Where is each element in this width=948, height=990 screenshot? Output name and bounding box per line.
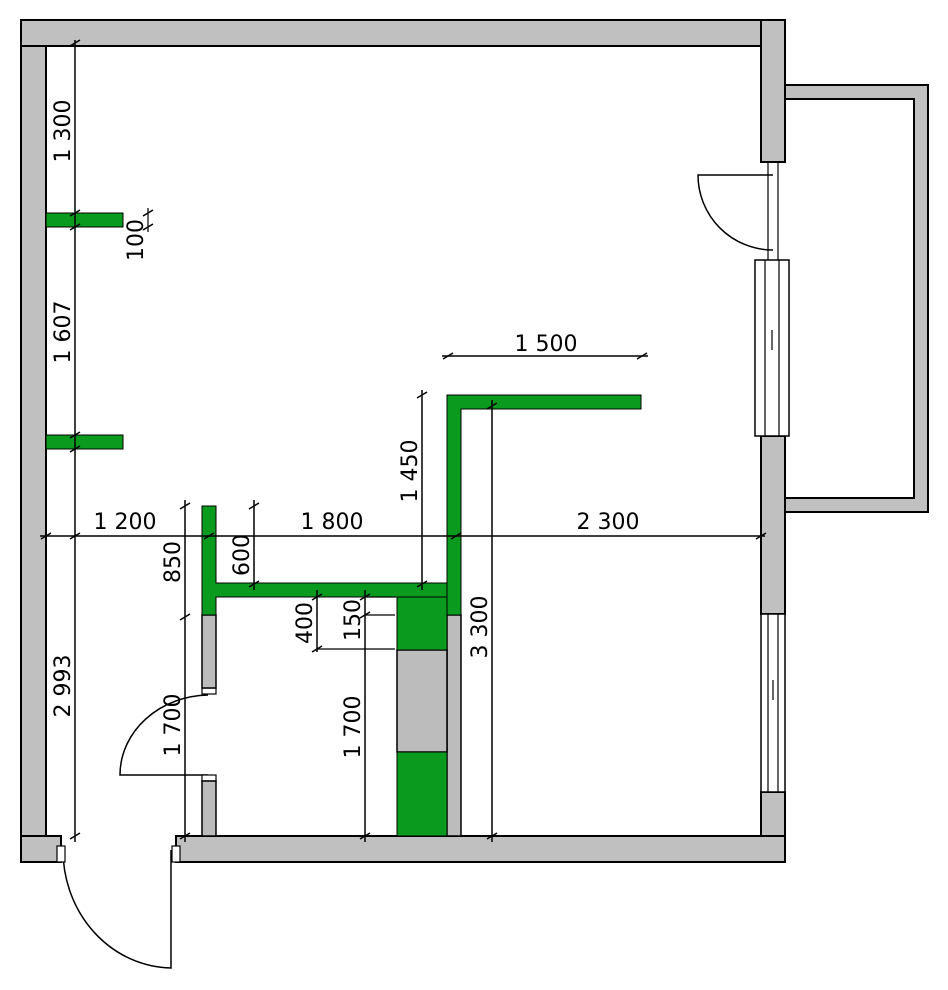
dim-1500: 1 500	[515, 332, 578, 357]
bottom-wall-right	[175, 835, 786, 863]
right-wall-middle	[760, 435, 786, 615]
dim-1700-mid: 1 700	[341, 696, 366, 759]
dim-1300: 1 300	[51, 100, 76, 163]
dim-1800: 1 800	[301, 510, 364, 535]
shaft-grey-middle	[396, 649, 448, 753]
left-wall	[20, 19, 47, 863]
new-wall-shaft-top	[396, 596, 448, 651]
doors	[56, 174, 774, 969]
dimension-lines	[40, 39, 767, 842]
bottom-wall-left	[20, 835, 62, 863]
dim-1450: 1 450	[398, 440, 423, 503]
bathroom-door-swing	[119, 694, 209, 776]
new-walls	[45, 212, 642, 837]
bathroom-left-wall-lower	[201, 780, 217, 837]
partition-grey-lower	[446, 614, 462, 837]
new-wall-stub-upper	[45, 212, 124, 228]
balcony-door-swing	[697, 174, 774, 251]
dim-150: 150	[341, 599, 366, 641]
entrance-door-swing	[62, 849, 172, 969]
dim-1200: 1 200	[94, 510, 157, 535]
dim-1700-left: 1 700	[161, 694, 186, 757]
bathroom-left-wall-upper	[201, 614, 217, 689]
dim-1607: 1 607	[51, 301, 76, 364]
exterior-walls	[20, 19, 786, 863]
dimension-labels: 1 300 100 1 607 2 993 1 200 850 600 1 80…	[51, 100, 639, 759]
dim-400: 400	[293, 602, 318, 644]
right-windows	[754, 162, 790, 793]
dim-2300: 2 300	[577, 510, 640, 535]
dim-850: 850	[161, 541, 186, 583]
window-lower	[760, 613, 786, 793]
balcony-outline	[784, 84, 929, 513]
dim-100: 100	[124, 219, 149, 261]
new-wall-stub-lower	[45, 434, 124, 450]
balcony	[784, 84, 929, 513]
top-wall	[20, 19, 786, 47]
bathroom-door-jamb-bottom	[201, 774, 217, 782]
entrance-door-jamb-left	[56, 845, 66, 863]
bathroom-door-jamb-top	[201, 687, 217, 695]
entrance-door-jamb-right	[171, 845, 181, 863]
right-wall-upper	[760, 19, 786, 163]
dim-3300: 3 300	[468, 596, 493, 659]
dim-2993: 2 993	[51, 655, 76, 718]
new-wall-partition-main	[446, 394, 642, 616]
new-wall-shaft-bottom	[396, 751, 448, 837]
dim-600: 600	[230, 534, 255, 576]
interior-existing-walls	[201, 614, 462, 837]
